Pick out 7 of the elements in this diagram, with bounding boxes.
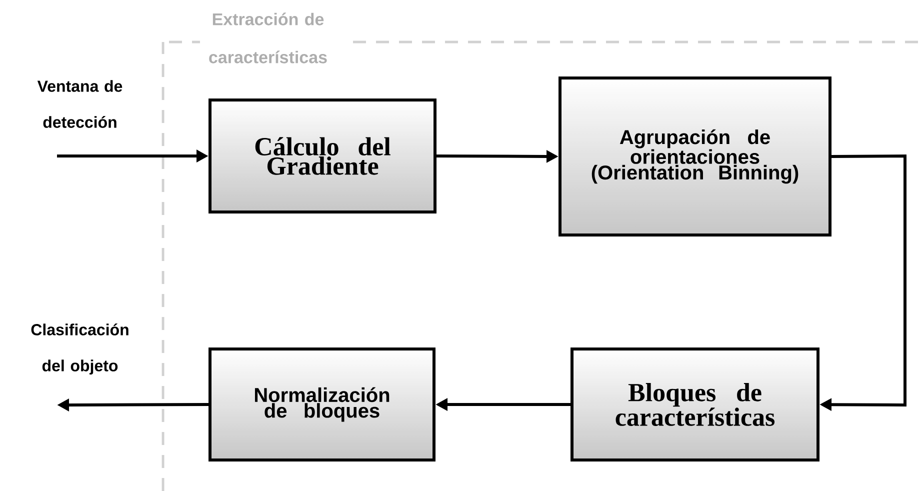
edge-label: Clasificación del objeto xyxy=(31,323,128,375)
node-label: Extracción de características xyxy=(209,12,327,64)
process-box: Cálculo del Gradiente xyxy=(208,98,436,214)
process-box: Normalización de bloques xyxy=(208,348,436,462)
edge-label: Ventana de detección xyxy=(37,80,122,128)
process-box: Bloques de características xyxy=(570,348,820,462)
process-box: Agrupación de orientaciones (Orientation Binning) xyxy=(558,76,832,236)
